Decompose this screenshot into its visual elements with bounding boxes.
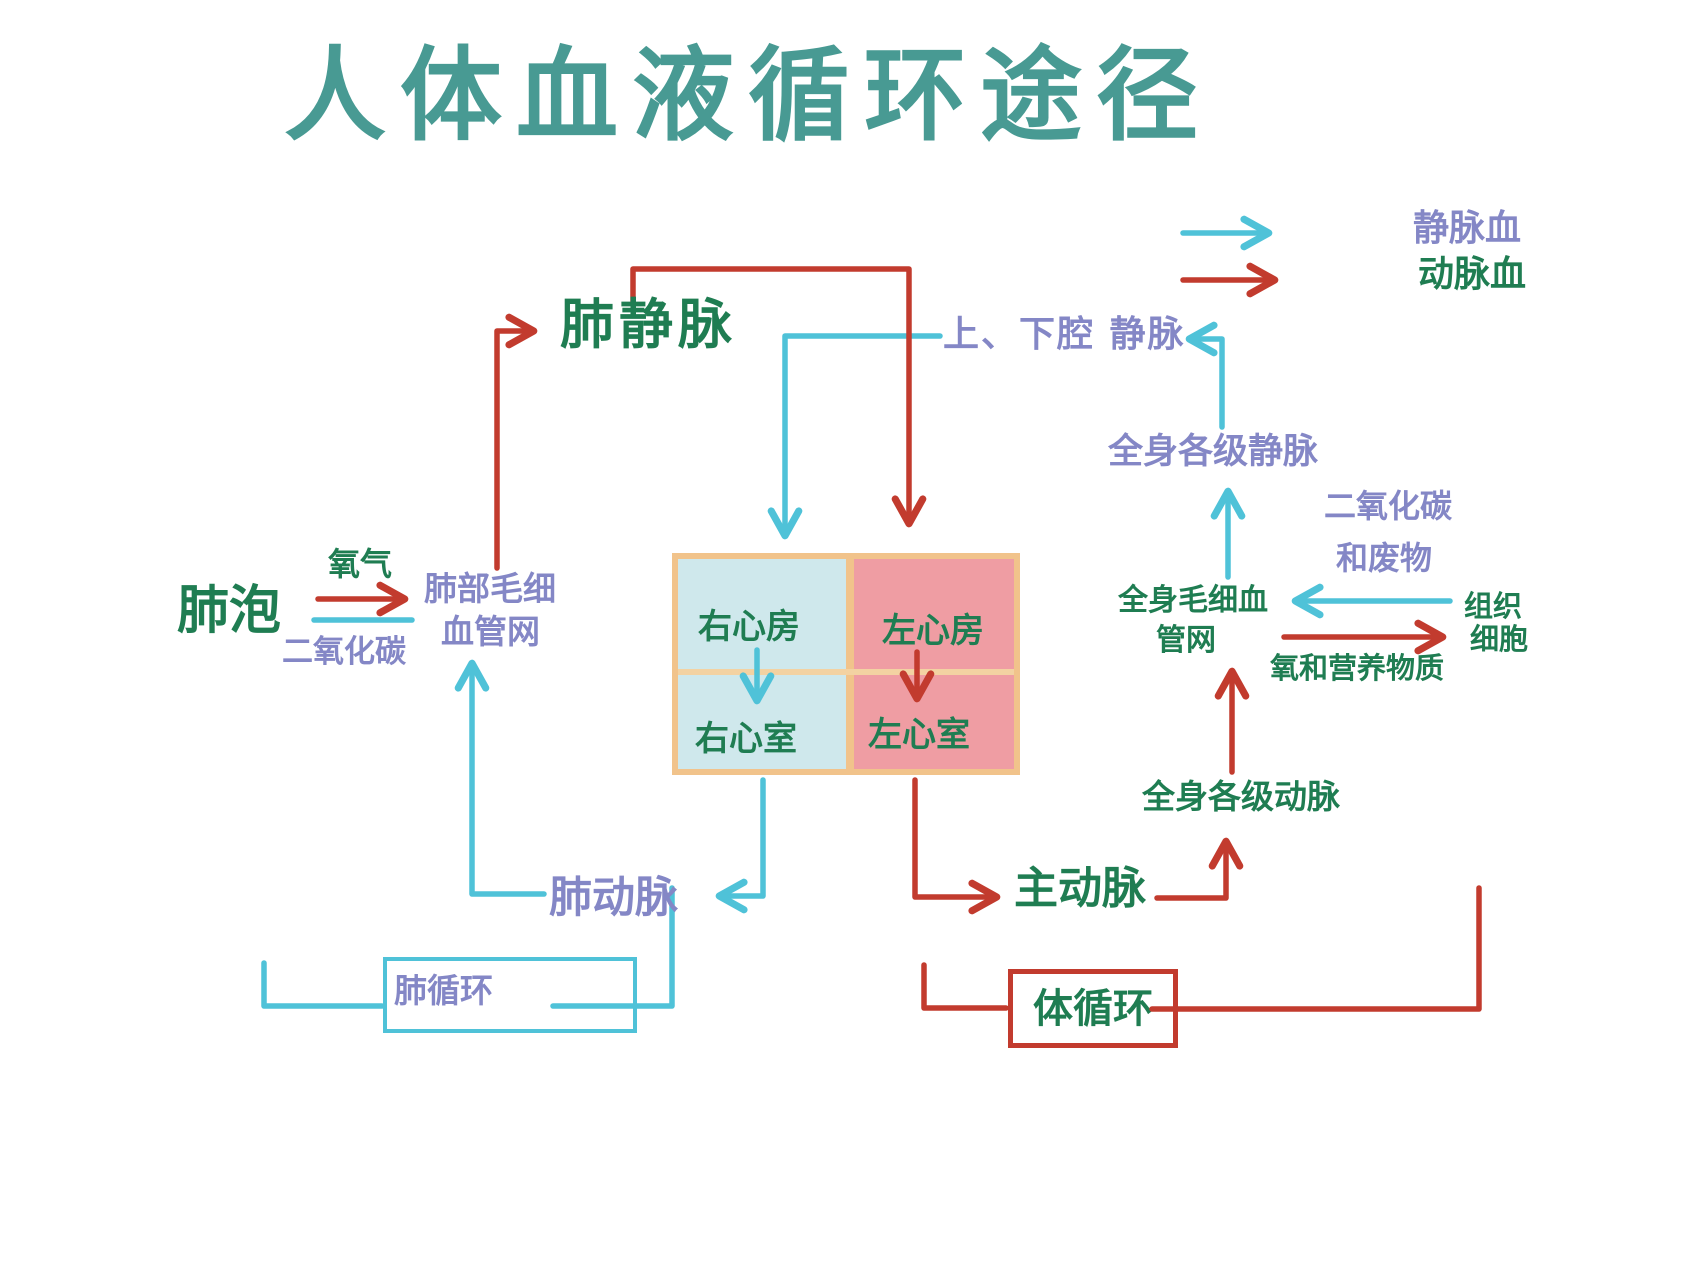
legend-venous-label: 静脉血	[1413, 208, 1522, 249]
heart-horizontal-divider	[678, 669, 1014, 675]
carbon-dioxide-label: 二氧化碳	[282, 634, 406, 670]
lung-capillaries-label-line1: 肺部毛细	[424, 569, 556, 608]
lung-capillaries-to-pulmonary-vein-arrow	[494, 313, 538, 571]
systemic-capillaries-label-line2: 管网	[1156, 623, 1216, 658]
co2-waste-label-line2: 和废物	[1336, 539, 1433, 577]
pulmonary-loop-bracket-left	[261, 960, 385, 1009]
left-ventricle-to-aorta-arrow	[912, 777, 1001, 915]
systemic-circulation-box: 体循环	[1008, 969, 1178, 1048]
systemic-circulation-label: 体循环	[1033, 985, 1153, 1032]
heart-vertical-divider	[846, 559, 854, 769]
vena-cava-label: 上、下腔 静脉	[943, 314, 1186, 355]
alveoli-label: 肺泡	[177, 581, 282, 641]
left-ventricle-label: 左心室	[868, 715, 970, 755]
vena-cava-to-right-atrium-arrow	[767, 333, 943, 540]
pulmonary-artery-label: 肺动脉	[549, 873, 678, 923]
right-ventricle-label: 右心室	[695, 719, 797, 759]
tissue-cells-label-line2: 细胞	[1470, 622, 1529, 656]
heart-box: 右心房 左心房 右心室 左心室	[672, 553, 1020, 775]
diagram-title: 人体血液循环途径	[284, 37, 1212, 156]
oxygen-label: 氧气	[328, 545, 393, 583]
aorta-to-systemic-arteries-arrow	[1154, 837, 1244, 901]
left-atrium-label: 左心房	[882, 611, 984, 651]
pulmonary-circulation-label: 肺循环	[394, 971, 493, 1010]
lung-capillaries-label-line2: 血管网	[441, 612, 540, 651]
right-heart-fill	[678, 559, 846, 769]
systemic-loop-bracket-left	[921, 962, 1009, 1011]
left-heart-fill	[854, 559, 1014, 769]
aorta-label: 主动脉	[1014, 863, 1146, 914]
systemic-loop-bracket-right	[1149, 885, 1482, 1012]
systemic-arteries-label: 全身各级动脉	[1142, 777, 1340, 816]
tissue-cells-label-line1: 组织	[1464, 589, 1523, 623]
right-ventricle-to-pulmonary-artery-arrow	[715, 777, 766, 914]
pulmonary-vein-label: 肺静脉	[560, 293, 737, 356]
systemic-veins-label: 全身各级静脉	[1108, 432, 1319, 472]
systemic-veins-to-vena-cava-arrow	[1185, 321, 1225, 430]
co2-waste-label-line1: 二氧化碳	[1324, 487, 1453, 525]
legend-arterial-label: 动脉血	[1418, 254, 1527, 295]
systemic-capillaries-label-line1: 全身毛细血	[1118, 583, 1268, 618]
o2-nutrients-label: 氧和营养物质	[1270, 651, 1445, 685]
pulmonary-artery-to-lung-capillaries-arrow	[454, 659, 547, 897]
right-atrium-label: 右心房	[698, 607, 800, 647]
